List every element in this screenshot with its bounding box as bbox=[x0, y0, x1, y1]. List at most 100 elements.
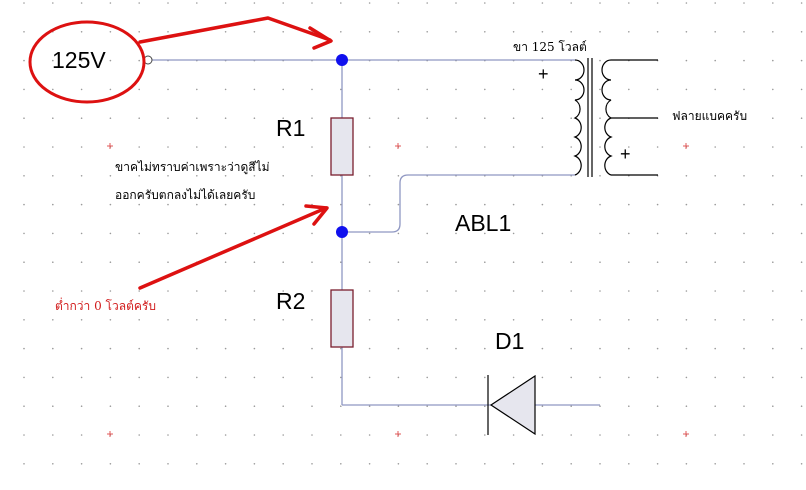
grid-crosshair bbox=[395, 143, 401, 149]
grid-dot bbox=[800, 319, 803, 321]
grid-dot bbox=[311, 175, 313, 177]
grid-dot bbox=[685, 232, 688, 235]
grid-dot bbox=[800, 175, 803, 177]
grid-dot bbox=[397, 203, 400, 206]
grid-dot bbox=[800, 146, 803, 148]
grid-dot bbox=[311, 290, 313, 292]
grid-dot bbox=[109, 376, 112, 379]
grid-dot bbox=[340, 2, 342, 4]
arrow-to-middle-node bbox=[138, 206, 328, 290]
grid-dot bbox=[138, 2, 140, 4]
grid-dot bbox=[196, 376, 198, 379]
grid-dot bbox=[52, 347, 54, 350]
resistor-r1 bbox=[330, 117, 354, 176]
grid-dot bbox=[167, 463, 169, 465]
grid-dot bbox=[368, 319, 371, 321]
grid-dot bbox=[109, 88, 112, 91]
grid-dot bbox=[599, 203, 601, 206]
grid-dot bbox=[484, 290, 486, 292]
grid-dot bbox=[80, 88, 83, 91]
grid-dot bbox=[80, 261, 83, 264]
grid-dot bbox=[138, 88, 140, 91]
pin-125-label: ขา 125 โวลต์ bbox=[513, 40, 587, 54]
grid-dot bbox=[455, 146, 457, 148]
grid-crosshair bbox=[683, 431, 689, 437]
grid-dot bbox=[455, 261, 457, 264]
grid-dot bbox=[800, 463, 803, 465]
grid-dot bbox=[167, 232, 169, 235]
grid-dot bbox=[512, 31, 515, 33]
grid-dot bbox=[455, 31, 457, 33]
grid-dot bbox=[800, 405, 803, 408]
grid-dot bbox=[23, 88, 25, 91]
grid-dot bbox=[196, 2, 198, 4]
grid-dot bbox=[685, 117, 688, 119]
grid-dot bbox=[80, 463, 83, 465]
grid-dot bbox=[224, 376, 227, 379]
note-line-1: ขาคไม่ทราบค่าเพราะว่าดูสีไม่ bbox=[115, 160, 270, 174]
grid-dot bbox=[167, 319, 169, 321]
grid-dot bbox=[109, 405, 112, 408]
grid-dot bbox=[253, 88, 256, 91]
grid-dot bbox=[52, 376, 54, 379]
grid-dot bbox=[23, 290, 25, 292]
grid-dot bbox=[628, 319, 630, 321]
grid-dot bbox=[455, 434, 457, 436]
grid-dot bbox=[196, 232, 198, 235]
grid-dot bbox=[311, 319, 313, 321]
grid-dot bbox=[397, 232, 400, 235]
grid-dot bbox=[80, 59, 83, 62]
grid-crosshair bbox=[395, 431, 401, 437]
note-red-label: ต่ำกว่า 0 โวลต์ครับ bbox=[55, 299, 156, 313]
grid-dot bbox=[656, 146, 659, 148]
grid-dot bbox=[167, 117, 169, 119]
grid-dot bbox=[109, 117, 112, 119]
grid-dot bbox=[426, 463, 429, 465]
grid-dot bbox=[743, 261, 745, 264]
grid-dot bbox=[714, 2, 716, 4]
grid-dot bbox=[109, 347, 112, 350]
plus-sign-top: + bbox=[538, 64, 549, 84]
grid-dot bbox=[656, 290, 659, 292]
abl1-label: ABL1 bbox=[455, 210, 512, 236]
grid-dot bbox=[138, 290, 140, 292]
grid-dot bbox=[368, 31, 371, 33]
grid-dot bbox=[397, 319, 400, 321]
grid-dot bbox=[426, 117, 429, 119]
grid-dot bbox=[52, 203, 54, 206]
transformer-primary-coil bbox=[573, 59, 585, 176]
grid-dot bbox=[397, 31, 400, 33]
grid-dot bbox=[628, 290, 630, 292]
grid-dot bbox=[282, 290, 285, 292]
grid-dot bbox=[397, 261, 400, 264]
grid-crosshair bbox=[683, 143, 689, 149]
grid-dot bbox=[224, 203, 227, 206]
grid-dot bbox=[455, 290, 457, 292]
annotation-arrows bbox=[138, 16, 333, 290]
grid-dot bbox=[23, 31, 25, 33]
grid-dot bbox=[570, 232, 572, 235]
grid-dot bbox=[599, 463, 601, 465]
grid-dot bbox=[138, 203, 140, 206]
grid-dot bbox=[52, 405, 54, 408]
grid-dot bbox=[714, 376, 716, 379]
grid-dot bbox=[599, 434, 601, 436]
grid-dot bbox=[167, 2, 169, 4]
grid-dot bbox=[311, 232, 313, 235]
grid-dot bbox=[23, 175, 25, 177]
grid-dot bbox=[570, 261, 572, 264]
grid-dot bbox=[167, 203, 169, 206]
grid-dot bbox=[484, 117, 486, 119]
grid-dot bbox=[484, 2, 486, 4]
grid-dot bbox=[656, 2, 659, 4]
grid-dot bbox=[455, 463, 457, 465]
grid-dot bbox=[196, 117, 198, 119]
grid-dot bbox=[484, 463, 486, 465]
grid-dot bbox=[282, 232, 285, 235]
grid-dot bbox=[656, 319, 659, 321]
grid-dot bbox=[426, 232, 429, 235]
grid-dot bbox=[311, 117, 313, 119]
grid-dot bbox=[772, 261, 774, 264]
grid-dot bbox=[743, 203, 745, 206]
